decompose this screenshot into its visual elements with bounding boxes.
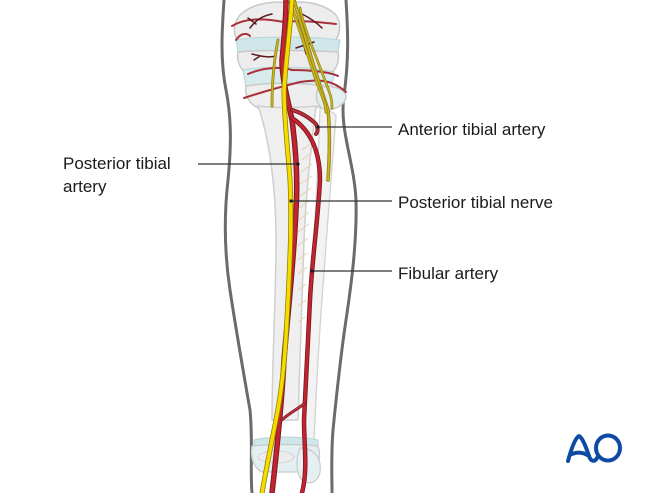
label-line-1: Posterior tibial xyxy=(63,154,171,173)
ao-logo xyxy=(565,432,623,464)
label-posterior-tibial-nerve: Posterior tibial nerve xyxy=(398,193,553,212)
leader-lines xyxy=(198,126,392,272)
label-posterior-tibial-artery: Posterior tibial artery xyxy=(63,152,171,198)
leg-outline xyxy=(220,0,358,495)
label-line-2: artery xyxy=(63,177,107,196)
ankle-bones xyxy=(250,436,321,484)
label-anterior-tibial-artery: Anterior tibial artery xyxy=(398,120,546,139)
label-fibular-artery: Fibular artery xyxy=(398,264,499,283)
nerves xyxy=(259,0,334,496)
